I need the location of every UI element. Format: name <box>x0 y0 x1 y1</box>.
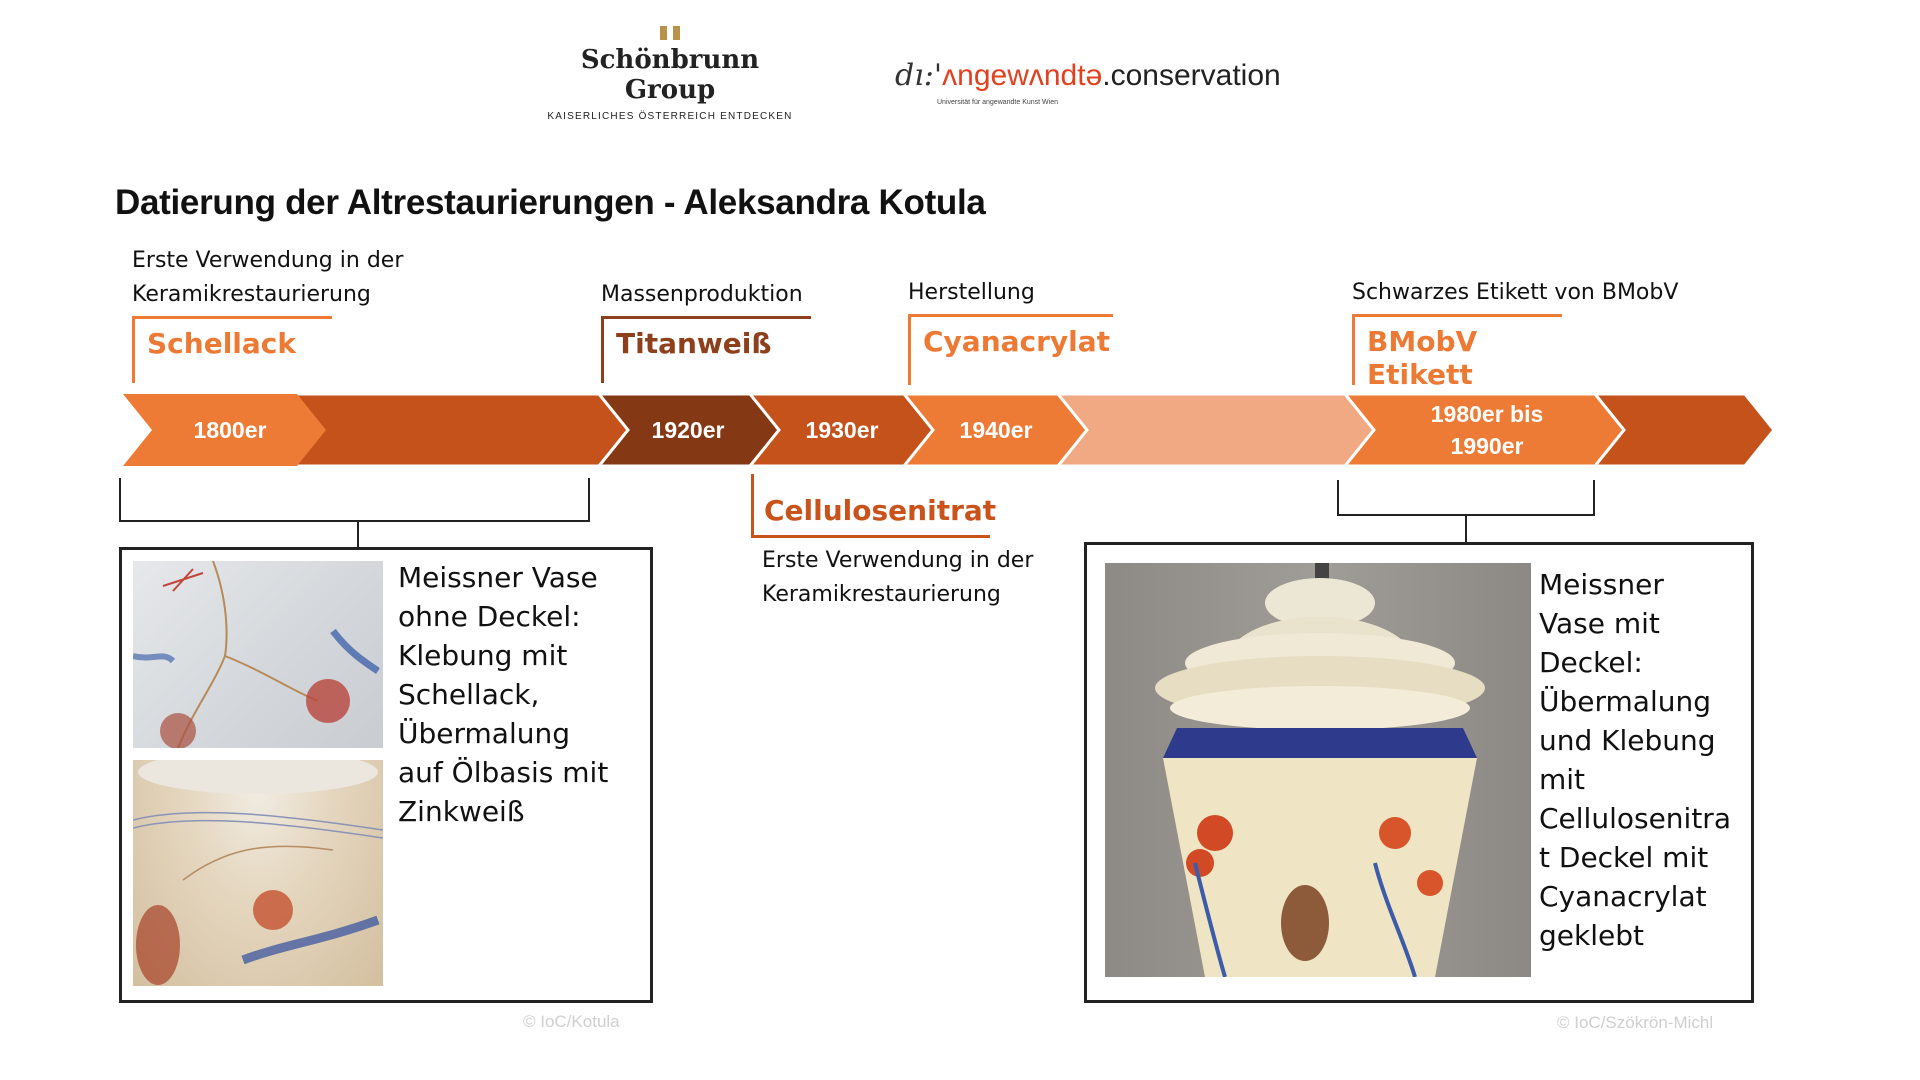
logo-suffix: .conservation <box>1102 59 1281 92</box>
event-label-box: Cellulosenitrat <box>751 474 996 538</box>
logo-subline: Universität für angewandte Kunst Wien <box>937 99 1059 106</box>
right-bracket-stem <box>1465 514 1467 542</box>
left-bracket <box>119 478 590 522</box>
page-title: Datierung der Altrestaurierungen - Aleks… <box>115 183 986 222</box>
right-box-description: Meissner Vase mit Deckel: Übermalung und… <box>1539 565 1744 955</box>
description-line: Meissner <box>1539 568 1664 601</box>
logo-tagline: KAISERLICHES ÖSTERREICH ENTDECKEN <box>547 111 793 122</box>
logo-name-line1: Schönbrunn <box>580 45 760 75</box>
description-line: Klebung mit <box>398 639 568 672</box>
segment-label-line2: 1990er <box>1450 433 1524 459</box>
material-label: Schellack <box>147 327 296 360</box>
material-label: Cellulosenitrat <box>764 494 997 527</box>
material-label: Titanweiß <box>616 327 772 360</box>
right-bracket <box>1337 480 1595 516</box>
segment-label-1800er: 1800er <box>193 417 267 443</box>
left-box-description: Meissner Vase ohne Deckel: Klebung mit S… <box>398 558 638 831</box>
description-line: mit <box>1539 763 1586 796</box>
chevron-segment-2 <box>290 394 630 466</box>
description-line: Übermalung <box>398 717 570 750</box>
description-line: und Klebung <box>1539 724 1716 757</box>
description-line: auf Ölbasis mit <box>398 756 609 789</box>
segment-label-1920er: 1920er <box>651 417 725 443</box>
description-line: Schellack, <box>398 678 540 711</box>
logo-name-line2: Group <box>624 75 716 105</box>
description-line: Meissner Vase <box>398 561 598 594</box>
left-photo-credit: © IoC/Kotula <box>523 1012 620 1031</box>
description-line: Zinkweiß <box>398 795 525 828</box>
event-note: Erste Verwendung in der <box>762 548 1034 573</box>
chevron-segment-6 <box>1051 394 1376 466</box>
angewandte-conservation-logo: dı:'ʌngewʌndtə.conservation Universität … <box>895 58 1281 106</box>
schoenbrunn-group-logo: Schönbrunn Group KAISERLICHES ÖSTERREICH… <box>540 26 800 122</box>
right-example-box: Meissner Vase mit Deckel: Übermalung und… <box>1084 542 1754 1003</box>
event-schellack: Erste Verwendung in der Keramikrestaurie… <box>132 244 403 383</box>
description-line: Cellulosenitra <box>1539 802 1731 835</box>
description-line: ohne Deckel: <box>398 600 581 633</box>
left-bracket-stem <box>357 520 359 547</box>
left-example-box: Meissner Vase ohne Deckel: Klebung mit S… <box>119 547 653 1003</box>
description-line: Vase mit <box>1539 607 1660 640</box>
description-line: Übermalung <box>1539 685 1711 718</box>
photo-overpaint-detail <box>133 760 383 986</box>
event-titanweiss: Massenproduktion Titanweiß <box>601 278 811 383</box>
material-label: BMobV Etikett <box>1367 325 1478 391</box>
segment-label-1940er: 1940er <box>959 417 1033 443</box>
logo-name: ʌngewʌndtə <box>942 59 1103 92</box>
segment-label-1930er: 1930er <box>805 417 879 443</box>
event-note: Keramikrestaurierung <box>132 282 371 307</box>
event-label-box: BMobV Etikett <box>1352 314 1562 391</box>
event-label-box: Schellack <box>132 316 332 383</box>
event-label-box: Titanweiß <box>601 316 811 383</box>
logo-mark-icon <box>540 26 800 45</box>
event-note: Herstellung <box>908 280 1035 305</box>
material-label: Cyanacrylat <box>923 325 1111 358</box>
event-label-box: Cyanacrylat <box>908 314 1113 385</box>
segment-label-1980er-1990er: 1980er bis 1990er <box>1392 398 1582 462</box>
event-note: Massenproduktion <box>601 282 803 307</box>
timeline-chevron-band <box>123 394 1776 466</box>
description-line: t Deckel mit <box>1539 841 1709 874</box>
description-line: Deckel: <box>1539 646 1643 679</box>
event-note: Keramikrestaurierung <box>762 582 1001 607</box>
event-note: Erste Verwendung in der <box>132 248 404 273</box>
logo-prefix: dı:' <box>895 58 943 93</box>
event-bmobv: Schwarzes Etikett von BMobV BMobV Etiket… <box>1352 276 1679 391</box>
right-photo-credit: © IoC/Szökrön-Michl <box>1557 1013 1714 1032</box>
event-cellulosenitrat: Cellulosenitrat Erste Verwendung in der … <box>751 474 1033 612</box>
event-cyanacrylat: Herstellung Cyanacrylat <box>908 276 1113 385</box>
chevron-segment-1 <box>123 394 326 466</box>
event-note: Schwarzes Etikett von BMobV <box>1352 280 1679 305</box>
description-line: geklebt <box>1539 919 1644 952</box>
description-line: Cyanacrylat <box>1539 880 1707 913</box>
segment-label-line1: 1980er bis <box>1430 401 1544 427</box>
photo-vase-with-lid <box>1105 563 1531 977</box>
photo-crack-detail <box>133 561 383 748</box>
